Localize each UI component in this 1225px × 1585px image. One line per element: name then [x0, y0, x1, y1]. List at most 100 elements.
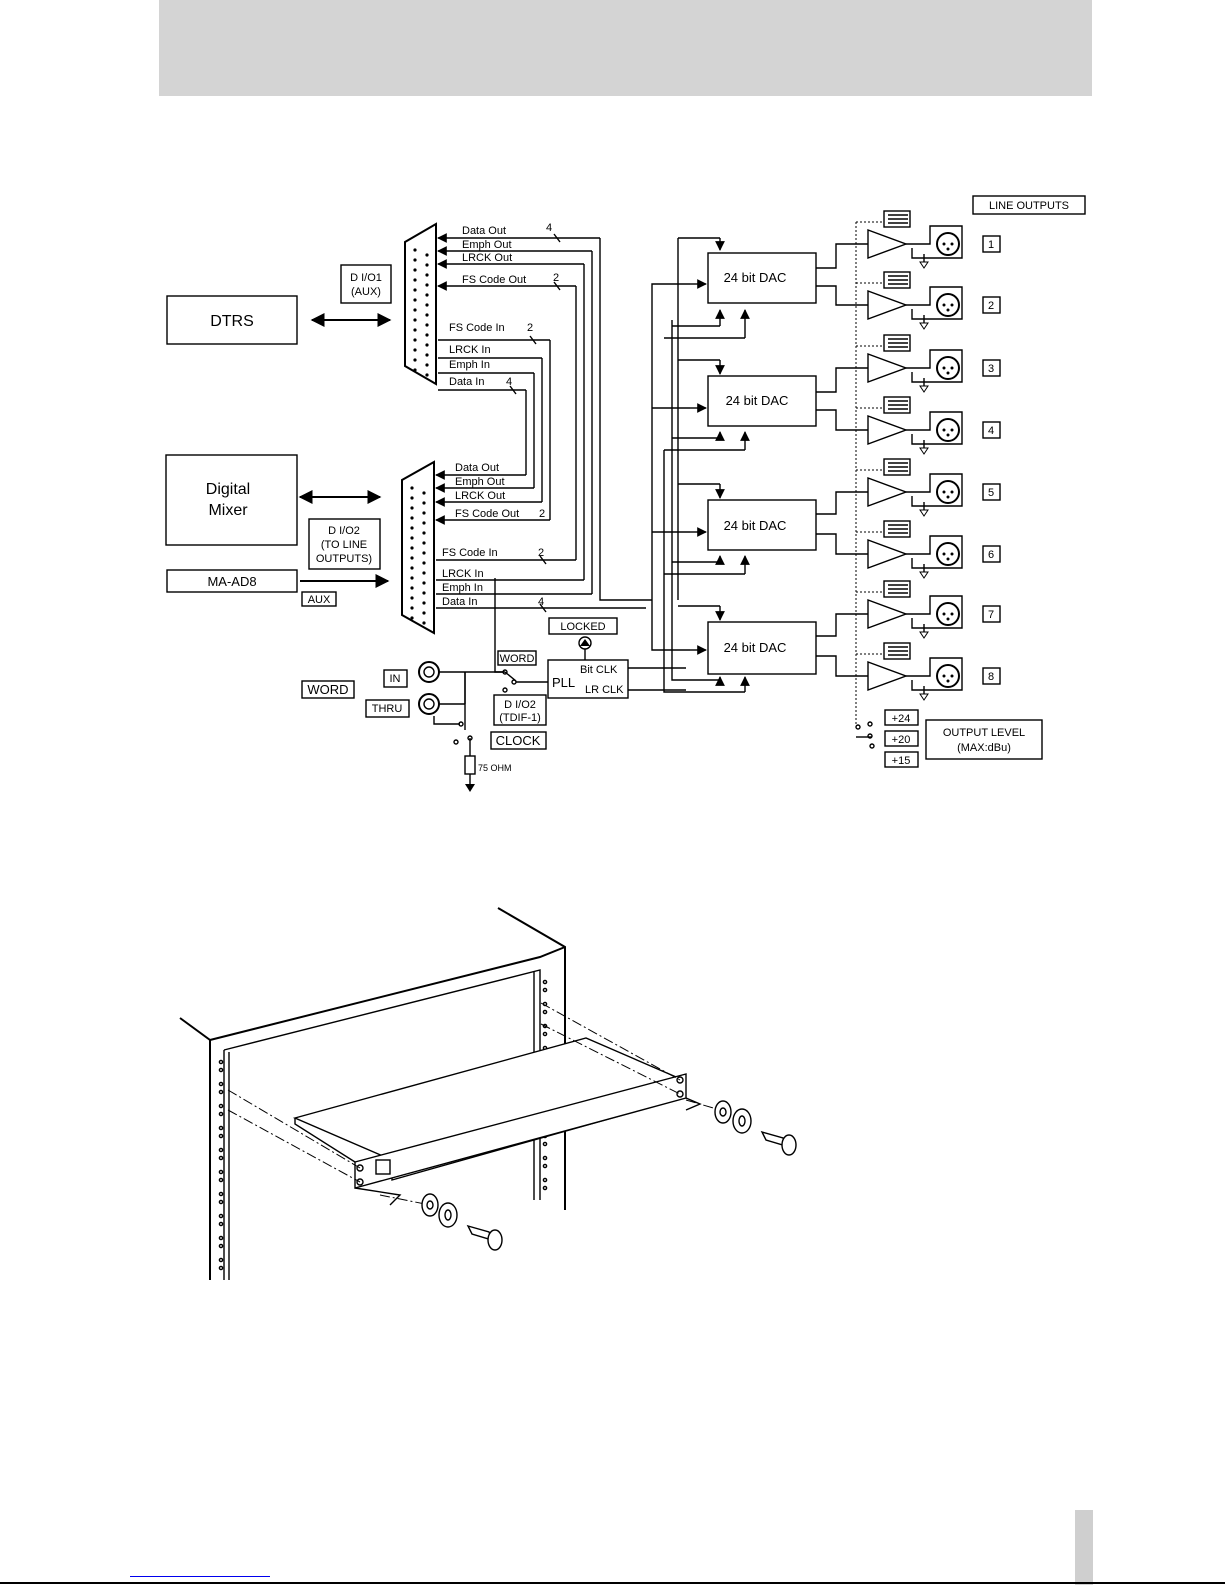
svg-text:24 bit DAC: 24 bit DAC: [724, 270, 787, 285]
output-stage-3: 3: [856, 334, 1001, 393]
dio2-label: D I/O2 (TO LINE OUTPUTS): [308, 518, 381, 570]
svg-text:FS Code In: FS Code In: [442, 547, 498, 559]
svg-text:THRU: THRU: [372, 703, 403, 715]
connector-dio1: [404, 222, 437, 386]
side-tab: [1075, 1510, 1093, 1585]
svg-text:WORD: WORD: [500, 653, 535, 665]
svg-text:Emph Out: Emph Out: [455, 476, 505, 488]
svg-text:4: 4: [538, 596, 544, 608]
footer-line: [0, 1582, 1225, 1584]
svg-text:MA-AD8: MA-AD8: [207, 574, 256, 589]
cross-wiring: [509, 233, 652, 613]
svg-text:(TO LINE: (TO LINE: [321, 539, 367, 551]
conn1-labels: Data Out Emph Out LRCK Out FS Code Out F…: [449, 222, 559, 388]
svg-text:LRCK Out: LRCK Out: [462, 252, 512, 264]
conn2-labels: Data Out Emph Out LRCK Out FS Code Out F…: [442, 462, 545, 608]
svg-text:(MAX:dBu): (MAX:dBu): [957, 742, 1011, 754]
svg-text:Data In: Data In: [442, 596, 477, 608]
svg-text:(AUX): (AUX): [351, 286, 381, 298]
locked-indicator: LOCKED: [548, 617, 618, 660]
dac-bus: [651, 237, 750, 693]
dac-2: 24 bit DAC: [707, 375, 817, 427]
output-level-selector: +24 +20 +15 OUTPUT LEVEL (MAX:dBu): [855, 709, 1043, 768]
svg-text:+20: +20: [892, 734, 911, 746]
svg-text:D I/O1: D I/O1: [350, 272, 382, 284]
svg-text:2: 2: [538, 547, 544, 559]
svg-text:AUX: AUX: [308, 594, 331, 606]
clock-label: CLOCK: [490, 731, 547, 750]
svg-text:WORD: WORD: [307, 682, 348, 697]
svg-text:Data In: Data In: [449, 376, 484, 388]
connector-pins-2: [410, 486, 426, 625]
svg-text:2: 2: [539, 508, 545, 520]
dio1-label: D I/O1 (AUX): [340, 264, 392, 304]
aux-label: AUX: [301, 591, 337, 607]
dac-1: 24 bit DAC: [707, 252, 817, 304]
svg-text:DTRS: DTRS: [210, 313, 254, 330]
header-band: [159, 0, 1092, 96]
svg-text:24 bit DAC: 24 bit DAC: [724, 518, 787, 533]
svg-text:D I/O2: D I/O2: [504, 699, 536, 711]
output-number-3: 3: [988, 363, 994, 375]
svg-text:OUTPUT LEVEL: OUTPUT LEVEL: [943, 727, 1025, 739]
svg-text:LRCK In: LRCK In: [449, 344, 491, 356]
svg-text:FS Code Out: FS Code Out: [455, 508, 519, 520]
ma-ad8-block: MA-AD8: [166, 569, 298, 593]
dac-output-wiring: [816, 222, 868, 724]
svg-text:Data Out: Data Out: [455, 462, 499, 474]
svg-text:75 OHM: 75 OHM: [478, 763, 512, 773]
output-number-4: 4: [988, 425, 994, 437]
svg-text:4: 4: [506, 376, 512, 388]
conn2-lines: [435, 470, 646, 609]
output-stage-8: 8: [856, 642, 1001, 701]
svg-text:FS Code In: FS Code In: [449, 322, 505, 334]
pll-block: PLL Bit CLK LR CLK: [547, 659, 686, 699]
svg-text:Emph Out: Emph Out: [462, 239, 512, 251]
svg-text:D I/O2: D I/O2: [328, 525, 360, 537]
svg-text:PLL: PLL: [552, 675, 575, 690]
footer-link[interactable]: [130, 1576, 270, 1577]
svg-text:OUTPUTS): OUTPUTS): [316, 553, 372, 565]
conn1-lines: [437, 233, 600, 391]
svg-text:+24: +24: [892, 713, 911, 725]
svg-text:IN: IN: [390, 673, 401, 685]
output-stage-7: 7: [856, 580, 1001, 639]
output-stage-5: 5: [856, 458, 1001, 517]
connector-pins-1: [413, 248, 429, 377]
svg-text:Digital: Digital: [206, 481, 250, 498]
svg-text:FS Code Out: FS Code Out: [462, 274, 526, 286]
svg-text:24 bit DAC: 24 bit DAC: [724, 640, 787, 655]
svg-text:LINE OUTPUTS: LINE OUTPUTS: [989, 200, 1069, 212]
svg-text:2: 2: [553, 272, 559, 284]
svg-text:LRCK Out: LRCK Out: [455, 490, 505, 502]
output-stage-4: 4: [856, 396, 1001, 455]
svg-text:4: 4: [546, 222, 552, 234]
output-number-7: 7: [988, 609, 994, 621]
dac-4: 24 bit DAC: [707, 621, 817, 675]
svg-text:2: 2: [527, 322, 533, 334]
svg-text:(TDIF-1): (TDIF-1): [499, 712, 541, 724]
svg-text:24 bit DAC: 24 bit DAC: [726, 393, 789, 408]
digital-mixer-block: Digital Mixer: [165, 454, 298, 546]
output-number-2: 2: [988, 300, 994, 312]
connector-dio2: [401, 460, 435, 635]
svg-text:LRCK In: LRCK In: [442, 568, 484, 580]
dio2-tdif-label: D I/O2 (TDIF-1): [493, 694, 547, 726]
svg-text:Mixer: Mixer: [208, 502, 248, 519]
output-stage-2: 2: [856, 271, 1001, 330]
svg-text:Data Out: Data Out: [462, 225, 506, 237]
svg-text:LOCKED: LOCKED: [560, 621, 605, 633]
dac-3: 24 bit DAC: [707, 499, 817, 551]
output-number-5: 5: [988, 487, 994, 499]
word-switch: WORD: [439, 578, 548, 693]
rack-mount-illustration: [179, 907, 797, 1280]
svg-text:Emph In: Emph In: [442, 582, 483, 594]
word-bnc: WORD IN THRU 75 OHM: [301, 661, 512, 792]
line-outputs-label: LINE OUTPUTS: [972, 195, 1086, 215]
svg-text:LR CLK: LR CLK: [585, 684, 624, 696]
output-number-8: 8: [988, 671, 994, 683]
svg-text:Emph In: Emph In: [449, 359, 490, 371]
output-number-6: 6: [988, 549, 994, 561]
